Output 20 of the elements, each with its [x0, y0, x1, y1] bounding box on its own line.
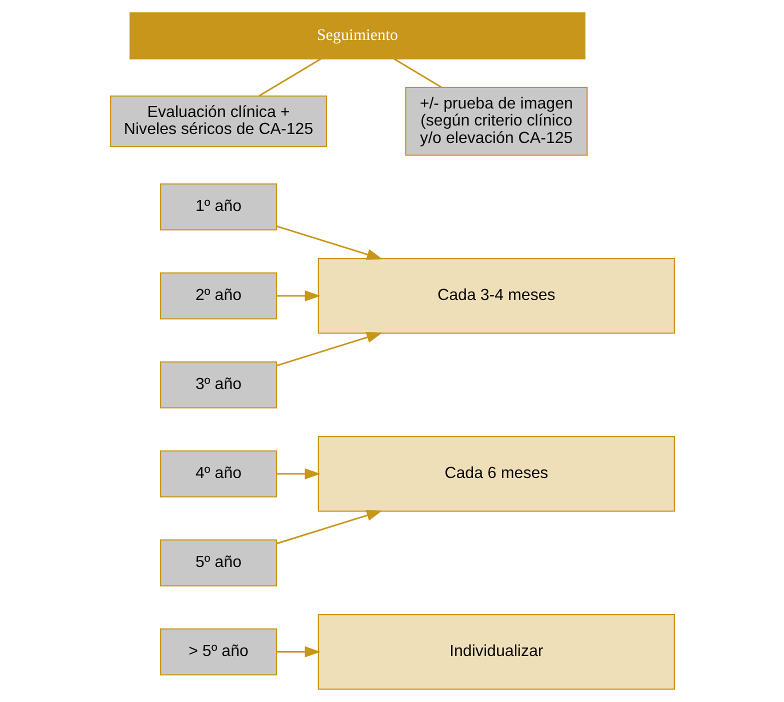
- node-box: Evaluación clínica + Niveles séricos de CA-125: [110, 96, 327, 148]
- node-box: Cada 6 meses: [317, 436, 674, 512]
- node-box: Cada 3-4 meses: [317, 258, 674, 334]
- arrow: [276, 510, 382, 544]
- node-box: 2º año: [159, 272, 277, 320]
- arrow: [276, 468, 320, 480]
- node-box: 1º año: [159, 183, 277, 230]
- arrow: [276, 646, 320, 658]
- node-box: 5º año: [159, 539, 277, 586]
- node-box: +/- prueba de imagen (según criterio clínico y/o elevación CA-125: [404, 86, 588, 156]
- connector: [393, 58, 442, 88]
- node-box: > 5º año: [159, 628, 277, 676]
- node-box: 4º año: [159, 450, 277, 498]
- arrow: [276, 332, 382, 366]
- arrow: [276, 290, 320, 302]
- node-box: Individualizar: [317, 614, 674, 690]
- node-box: 3º año: [159, 361, 277, 408]
- connector: [258, 58, 321, 97]
- node-box: Seguimiento: [129, 12, 585, 60]
- arrow: [276, 225, 382, 260]
